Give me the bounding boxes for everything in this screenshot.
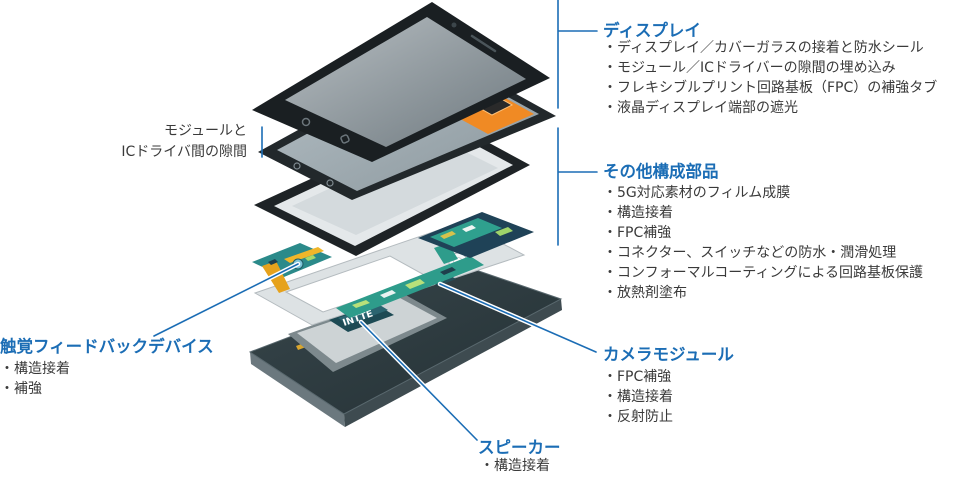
- back-button-icon: [340, 134, 350, 144]
- callout-gap-line: モジュールと: [163, 123, 247, 139]
- callout-line-other: [557, 127, 598, 246]
- callout-list-display: ・ディスプレイ／カバーガラスの接着と防水シール ・モジュール／ICドライバーの隙…: [603, 38, 937, 118]
- callout-item: ・FPC補強: [603, 225, 672, 241]
- callout-item: ・構造接着: [603, 205, 673, 221]
- callout-item: ・コネクター、スイッチなどの防水・潤滑処理: [603, 245, 897, 261]
- callout-item: ・反射防止: [603, 409, 673, 425]
- callout-item: ・構造接着: [480, 458, 550, 474]
- front-camera-icon: [451, 22, 457, 28]
- speaker-module: INTTE: [326, 302, 394, 332]
- callout-heading-haptic: 触覚フィードバックデバイス: [0, 337, 214, 356]
- callout-gap-line: ICドライバ間の隙間: [121, 144, 247, 160]
- lcd-nav-icon: [293, 162, 301, 170]
- earpiece-icon: [470, 34, 497, 53]
- callout-list-other: ・5G対応素材のフィルム成膜 ・構造接着 ・FPC補強 ・コネクター、スイッチな…: [603, 183, 923, 303]
- main-pcb: [336, 243, 484, 318]
- callout-list-camera: ・FPC補強 ・構造接着 ・反射防止: [603, 367, 673, 427]
- callout-item: ・FPC補強: [603, 369, 672, 385]
- callout-heading-other: その他構成部品: [603, 162, 719, 181]
- lcd-nav-icon: [326, 179, 334, 187]
- callout-item: ・構造接着: [603, 389, 673, 405]
- home-button-icon: [301, 117, 311, 127]
- callout-list-haptic: ・構造接着 ・補強: [0, 359, 70, 399]
- callout-heading-display: ディスプレイ: [603, 21, 701, 40]
- callout-line-haptic: [153, 263, 299, 337]
- callout-item: ・放熱剤塗布: [603, 285, 687, 301]
- callout-lines: [151, 0, 599, 443]
- callout-gap-label: モジュールと ICドライバ間の隙間: [60, 121, 247, 163]
- callout-item: ・構造接着: [0, 361, 70, 377]
- callout-item: ・5G対応素材のフィルム成膜: [603, 185, 791, 201]
- callout-line-camera: [439, 283, 597, 353]
- callout-item: ・ディスプレイ／カバーガラスの接着と防水シール: [603, 40, 924, 56]
- callout-item: ・補強: [0, 381, 42, 397]
- callout-heading-speaker: スピーカー: [478, 438, 561, 457]
- callout-list-speaker: ・構造接着: [480, 457, 550, 476]
- callout-item: ・液晶ディスプレイ端部の遮光: [603, 100, 799, 116]
- callout-item: ・コンフォーマルコーティングによる回路基板保護: [603, 265, 924, 281]
- callout-line-display: [557, 0, 598, 109]
- callout-line-speaker: [360, 321, 478, 441]
- callout-heading-camera: カメラモジュール: [603, 345, 734, 364]
- cover-glass: [252, 2, 550, 162]
- callout-item: ・フレキシブルプリント回路基板（FPC）の補強タブ: [603, 80, 938, 96]
- pcb-block: [418, 212, 534, 258]
- callout-item: ・モジュール／ICドライバーの隙間の埋め込み: [603, 60, 896, 76]
